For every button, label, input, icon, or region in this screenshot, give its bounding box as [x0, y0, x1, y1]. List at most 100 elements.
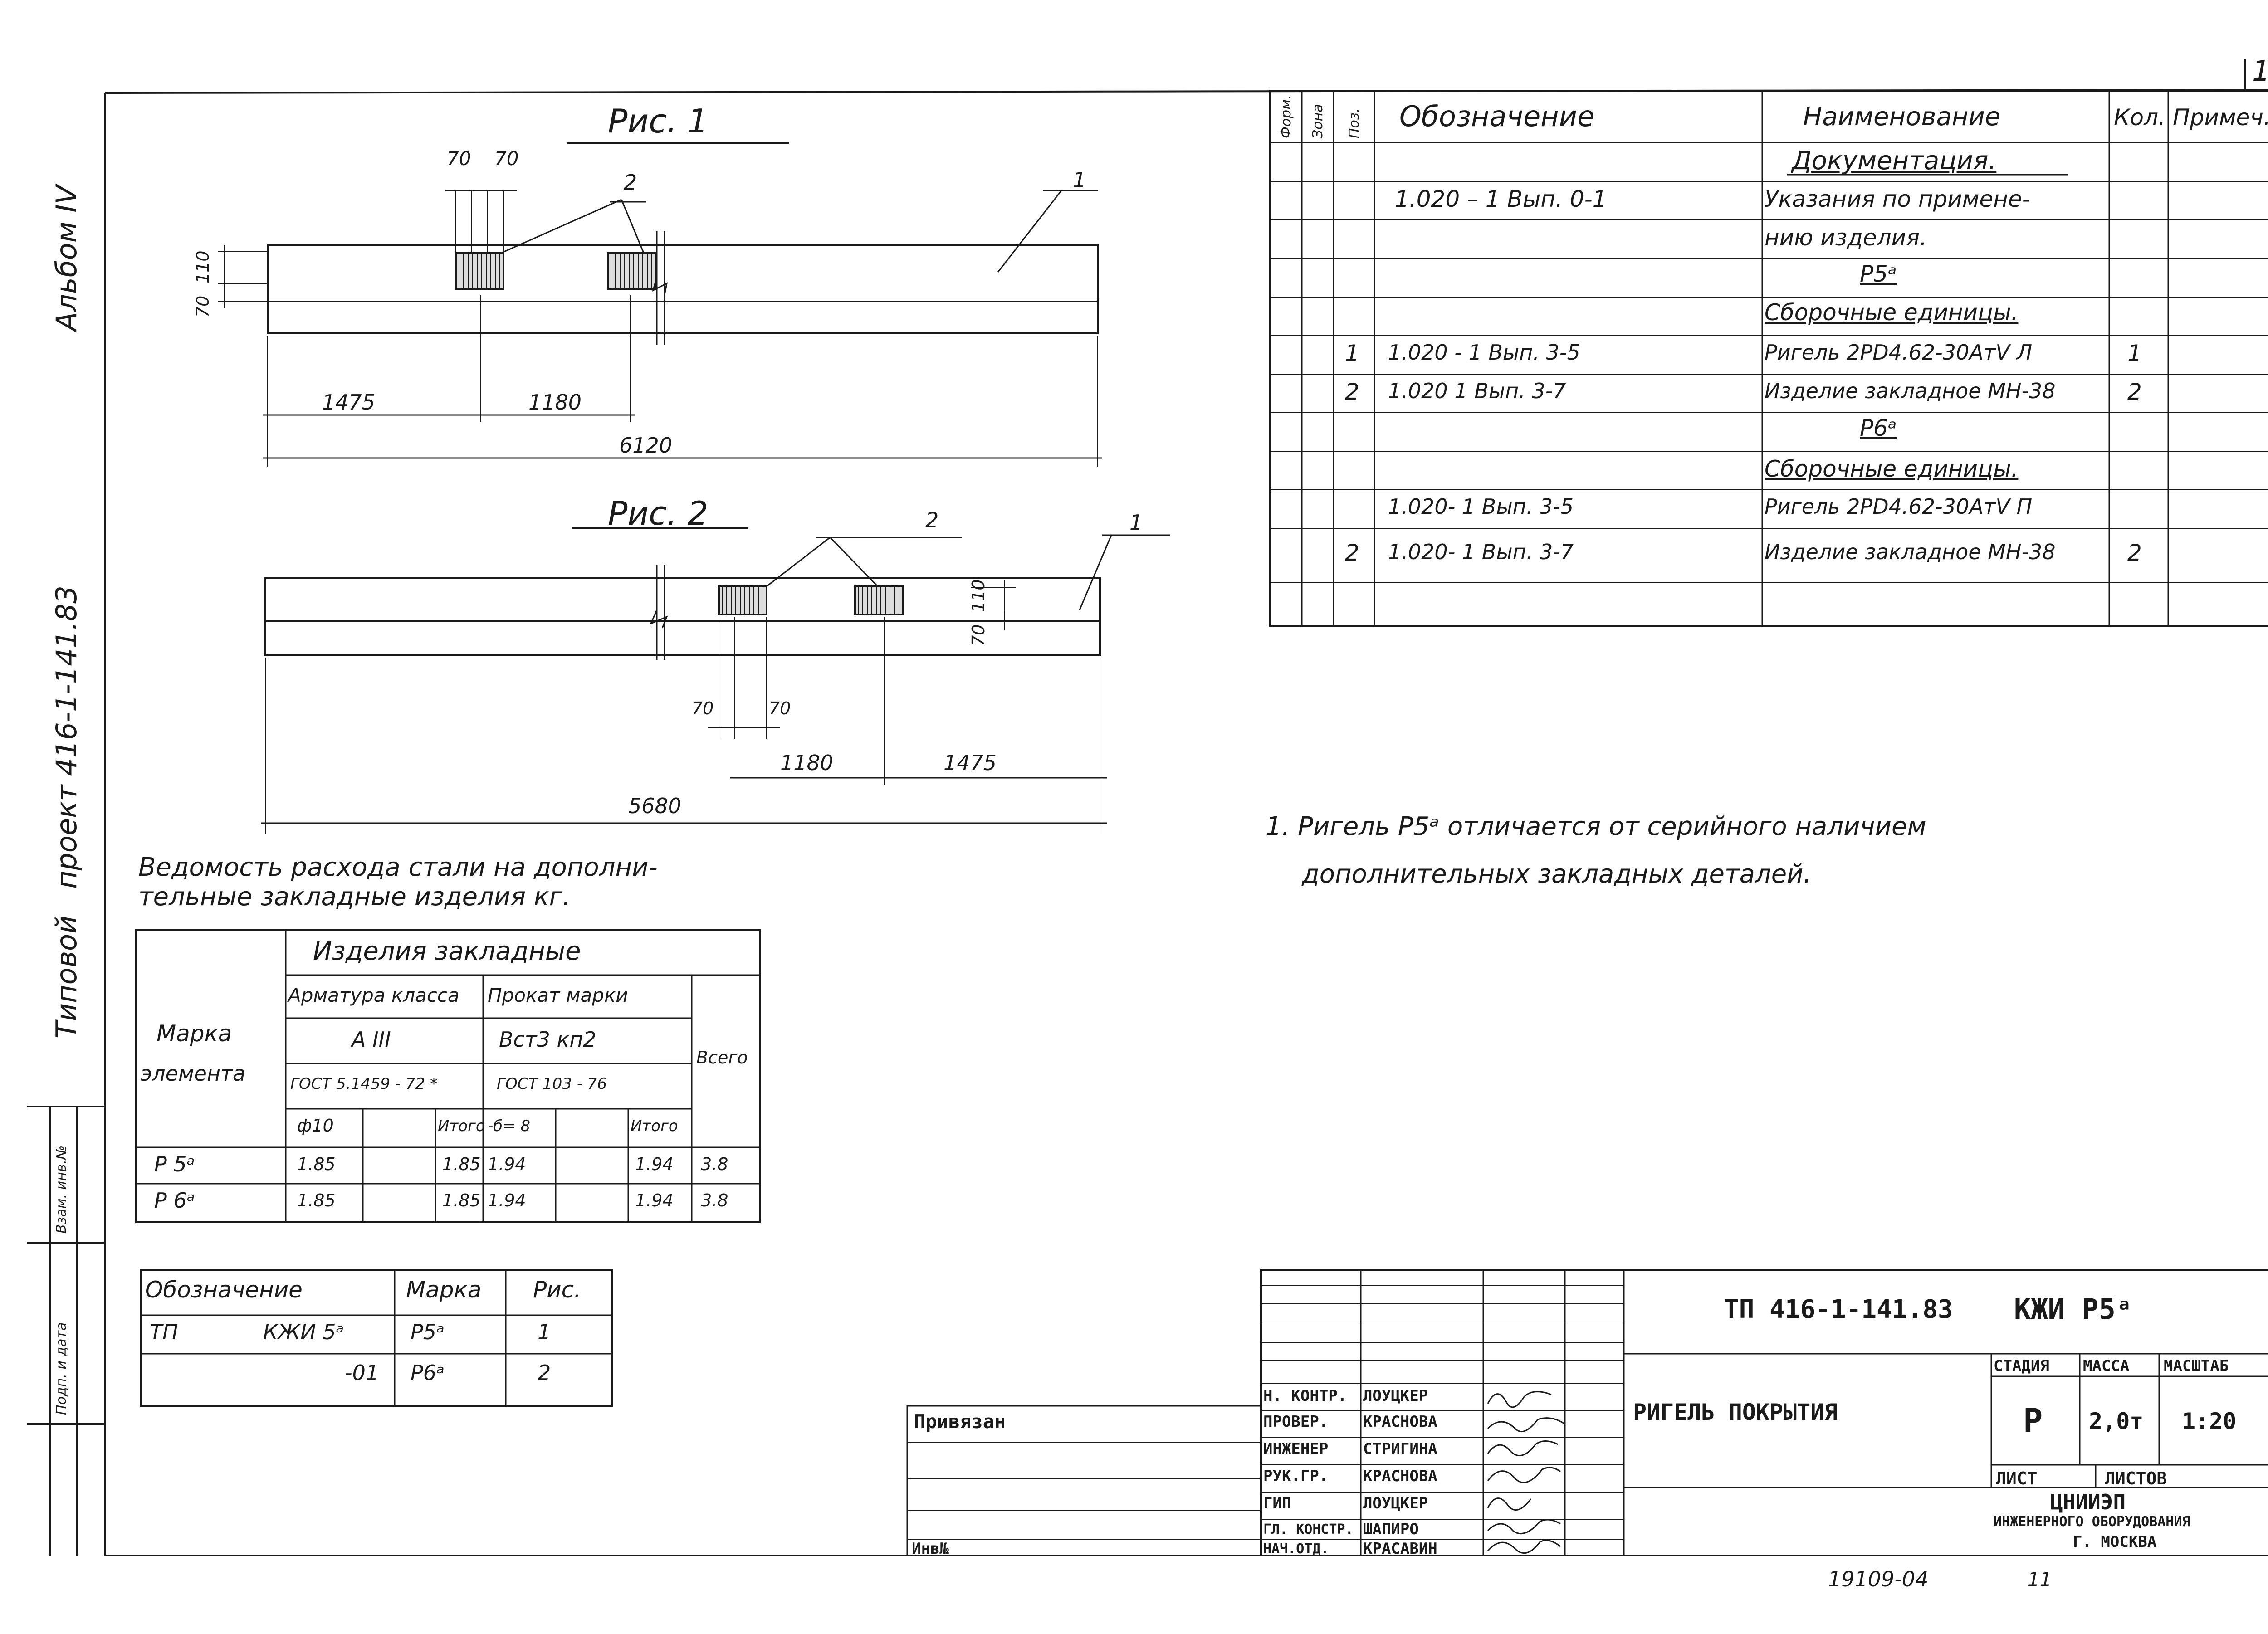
fig2-dim-110: 110 — [968, 579, 988, 612]
fig2-drawing — [261, 527, 1170, 834]
tb-role-name: ЛОУЦКЕР — [1363, 1494, 1428, 1512]
steel-rebar-gost: ГОСТ 5.1459 - 72 * — [290, 1075, 438, 1093]
spec-header-qty: Кол. — [2114, 104, 2165, 131]
spec-row-qty: 1 — [2127, 340, 2142, 366]
steel-header-total: Всего — [696, 1048, 748, 1068]
album-label: Альбом IV — [50, 185, 83, 331]
tb-role-name: ЛОУЦКЕР — [1363, 1387, 1428, 1405]
tb-stage: Р — [2023, 1401, 2043, 1439]
spec-table-grid — [1269, 90, 2268, 627]
fig2-dim-70c: 70 — [968, 624, 988, 646]
spec-row-qty: 2 — [2127, 540, 2142, 566]
fig2-label-pos1: 1 — [1129, 510, 1143, 535]
tb-role-name: КРАСНОВА — [1363, 1467, 1437, 1485]
steel-rebar-class: А III — [352, 1027, 391, 1052]
small-row-fig: 1 — [538, 1320, 551, 1344]
tb-role-name: СТРИГИНА — [1363, 1440, 1437, 1458]
fig2-dim-1180: 1180 — [780, 751, 834, 775]
small-header-fig: Рис. — [533, 1277, 582, 1303]
spec-row-name: Р6ᵃ — [1860, 415, 1897, 441]
steel-row-itogo-1: 1.85 — [442, 1190, 481, 1210]
spec-row-designation: 1.020 – 1 Вып. 0-1 — [1395, 186, 1607, 212]
tb-sheet-label: ЛИСТ — [1996, 1468, 2038, 1488]
page-number: 10 — [2252, 54, 2268, 88]
small-row-fig: 2 — [538, 1361, 551, 1385]
spec-row-qty: 2 — [2127, 379, 2142, 405]
tb-mass: 2,0т — [2089, 1408, 2144, 1434]
spec-row-name: Ригель 2РD4.62-30АтV Л — [1765, 340, 2033, 365]
steel-row-itogo-2: 1.94 — [635, 1154, 674, 1174]
fig2-dim-total: 5680 — [628, 794, 682, 818]
fig1-dim-70b: 70 — [494, 147, 519, 170]
small-header-designation: Обозначение — [145, 1277, 303, 1303]
spec-row-name: Сборочные единицы. — [1765, 299, 2019, 326]
title-block-grid — [906, 1269, 2268, 1556]
small-row-mark: Р6ᵃ — [411, 1361, 445, 1385]
spec-row-name: Изделие закладное МН-38 — [1765, 540, 2056, 564]
tb-role: ГИП — [1263, 1494, 1291, 1512]
steel-row-mark: Р 6ᵃ — [154, 1188, 195, 1213]
fig1-label-pos2: 2 — [624, 170, 637, 195]
fig1-dim-1475: 1475 — [322, 390, 376, 415]
steel-header-items: Изделия закладные — [313, 937, 581, 966]
fig2-dim-1475: 1475 — [943, 751, 997, 775]
steel-sub-itogo-2: Итого — [631, 1117, 678, 1135]
spec-row-name: Р5ᵃ — [1860, 261, 1897, 287]
small-row-mark: Р5ᵃ — [411, 1320, 445, 1344]
spec-header-pos: Поз. — [1346, 108, 1362, 138]
tb-element-name: РИГЕЛЬ ПОКРЫТИЯ — [1633, 1399, 1838, 1425]
small-row-d2: -01 — [345, 1361, 379, 1385]
small-row-d2: КЖИ 5ᵃ — [263, 1320, 344, 1344]
left-stamp-column — [27, 1106, 105, 1556]
fig1-label-pos1: 1 — [1073, 168, 1086, 192]
tb-scale-label: МАСШТАБ — [2164, 1357, 2229, 1375]
steel-row-mark: Р 5ᵃ — [154, 1152, 195, 1176]
fig1-dim-110: 110 — [193, 250, 213, 283]
tb-scale: 1:20 — [2182, 1408, 2237, 1434]
steel-rolled-grade: Вст3 кп2 — [499, 1027, 596, 1052]
fig1-title: Рис. 1 — [608, 102, 709, 140]
tb-role: ГЛ. КОНСТР. — [1263, 1522, 1354, 1537]
fig1-dim-total: 6120 — [619, 433, 673, 458]
tb-sheets-label: ЛИСТОВ — [2105, 1468, 2167, 1488]
tb-role-name: КРАСНОВА — [1363, 1413, 1437, 1431]
tb-doc-code: ТП 416-1-141.83 — [1724, 1295, 1953, 1324]
tb-role: Н. КОНТР. — [1263, 1387, 1347, 1405]
spec-header-form: Форм. — [1278, 95, 1294, 138]
steel-row-b8: 1.94 — [488, 1190, 526, 1210]
tb-role: РУК.ГР. — [1263, 1467, 1329, 1485]
fig1-dim-70c: 70 — [193, 295, 213, 317]
project-label: проект 416-1-141.83 — [50, 585, 83, 889]
fig1-dim-1180: 1180 — [528, 390, 582, 415]
steel-header-mark-2: элемента — [141, 1061, 246, 1086]
spec-row-designation: 1.020 - 1 Вып. 3-5 — [1388, 340, 1580, 365]
tb-role-name: КРАСАВИН — [1363, 1540, 1437, 1558]
spec-row-pos: 1 — [1345, 340, 1359, 366]
tb-stage-label: СТАДИЯ — [1994, 1357, 2049, 1375]
fig2-dim-70a: 70 — [692, 698, 714, 718]
fig1-drawing — [218, 142, 1102, 467]
steel-row-b8: 1.94 — [488, 1154, 526, 1174]
stamp-replacement-inv: Взам. инв.№ — [54, 1145, 69, 1234]
spec-header-name: Наименование — [1803, 102, 2001, 132]
tb-org-line-1: ЦНИИЭП — [2050, 1490, 2126, 1514]
steel-row-itogo-2: 1.94 — [635, 1190, 674, 1210]
footer-code: 19109-04 — [1828, 1567, 1929, 1591]
steel-title-line-2: тельные закладные изделия кг. — [138, 882, 571, 912]
spec-row-name: Документация. — [1792, 146, 1997, 176]
small-row-d1: ТП — [150, 1320, 178, 1344]
spec-row-pos: 2 — [1345, 379, 1359, 405]
steel-sub-b8: -б= 8 — [488, 1117, 531, 1135]
signatures — [1487, 1391, 1565, 1554]
steel-row-total: 3.8 — [701, 1154, 728, 1174]
note-line-1: 1. Ригель Р5ᵃ отличается от серийного на… — [1266, 812, 1926, 841]
spec-row-name: Указания по примене- — [1765, 186, 2030, 212]
steel-header-rolled: Прокат марки — [488, 984, 628, 1006]
steel-sub-itogo-1: Итого — [438, 1117, 485, 1135]
spec-row-designation: 1.020- 1 Вып. 3-5 — [1388, 494, 1574, 519]
steel-title-line-1: Ведомость расхода стали на дополни- — [138, 853, 658, 882]
steel-header-mark-1: Марка — [156, 1020, 232, 1047]
spec-header-zone: Зона — [1310, 104, 1326, 138]
tb-privyazan: Привязан — [914, 1410, 1006, 1433]
